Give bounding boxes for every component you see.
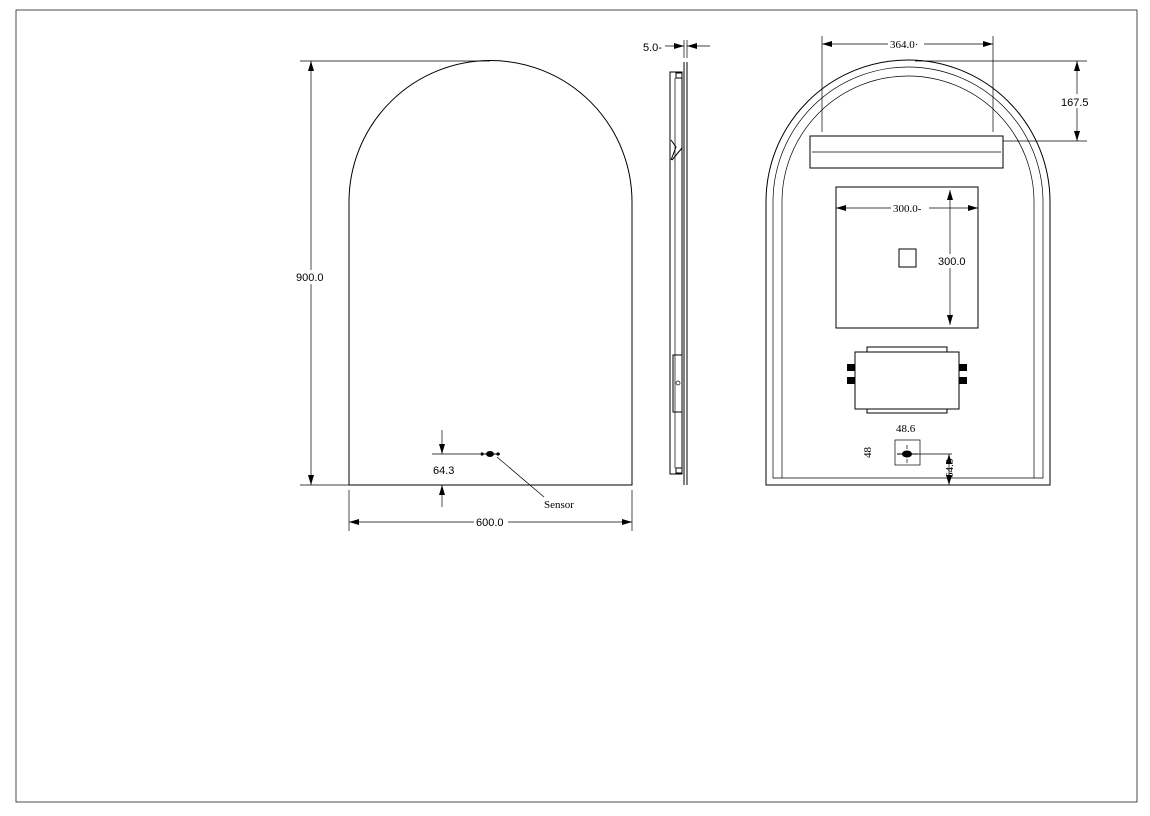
sensor-icon — [480, 451, 500, 457]
sheet-border — [15, 9, 1138, 803]
sensor-height-dimension: 48 — [862, 447, 874, 459]
panel-height-dimension: 300.0 — [938, 256, 966, 268]
sensor-icon — [902, 450, 912, 458]
driver-box — [847, 346, 967, 414]
height-dimension: 900.0 — [296, 272, 324, 284]
back-view: 364.0· 167.5 300.0- 300.0 48.6 — [765, 36, 1096, 486]
sensor-offset-dimension: 64.3 — [433, 465, 454, 477]
switch-square — [898, 248, 917, 268]
width-dimension: 600.0 — [476, 517, 504, 529]
bar-width-dimension: 364.0· — [890, 39, 918, 51]
back-outline — [765, 59, 1051, 486]
panel-width-dimension: 300.0- — [893, 203, 922, 215]
top-bar — [809, 135, 1004, 169]
thickness-dimension: 5.0- — [643, 42, 662, 54]
side-view: 5.0- — [643, 40, 710, 485]
mirror-outline — [348, 60, 633, 486]
sensor-width-dimension: 48.6 — [896, 423, 916, 435]
sensor-label: Sensor — [544, 499, 574, 511]
front-view: 900.0 64.3 600.0 Sensor — [294, 60, 633, 531]
bar-offset-dimension: 167.5 — [1061, 97, 1089, 109]
back-panel — [835, 186, 979, 329]
back-sensor-offset-dimension: 64.3 — [944, 458, 956, 478]
